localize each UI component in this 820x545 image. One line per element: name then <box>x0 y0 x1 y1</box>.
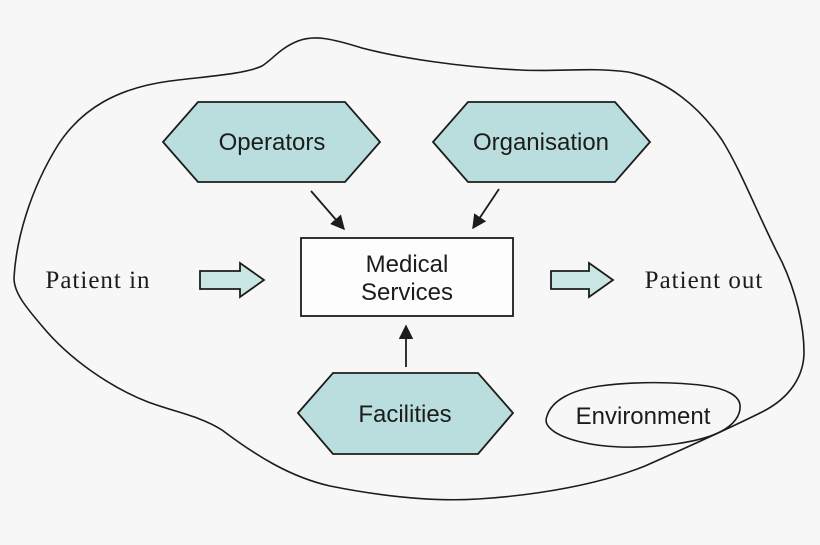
node-facilities: Facilities <box>296 372 515 455</box>
environment-label: Environment <box>576 403 711 430</box>
edge-operators-to-medical-services <box>310 190 345 231</box>
facilities-label: Facilities <box>358 401 451 428</box>
system-boundary-outline <box>13 37 805 501</box>
organisation-hexagon-shape <box>431 101 652 183</box>
facilities-hexagon-shape <box>296 372 515 455</box>
organisation-label: Organisation <box>473 129 609 156</box>
node-medical-services: Medical Services <box>300 237 514 317</box>
medical-services-box-shape <box>300 237 514 317</box>
patient-out-label: Patient out <box>645 267 764 294</box>
patient-in-label: Patient in <box>45 267 150 294</box>
medical-services-label-line2: Services <box>361 279 453 306</box>
medical-services-label-line1: Medical <box>366 251 449 278</box>
environment-bubble-shape <box>545 381 741 448</box>
node-organisation: Organisation <box>431 101 652 183</box>
edge-organisation-to-medical-services <box>472 188 500 230</box>
patient-out-flow-arrow-icon <box>550 261 615 299</box>
operators-label: Operators <box>219 129 326 156</box>
operators-hexagon-shape <box>161 101 382 183</box>
patient-in-flow-arrow-icon <box>199 261 266 299</box>
node-environment: Environment <box>545 381 741 448</box>
node-operators: Operators <box>161 101 382 183</box>
